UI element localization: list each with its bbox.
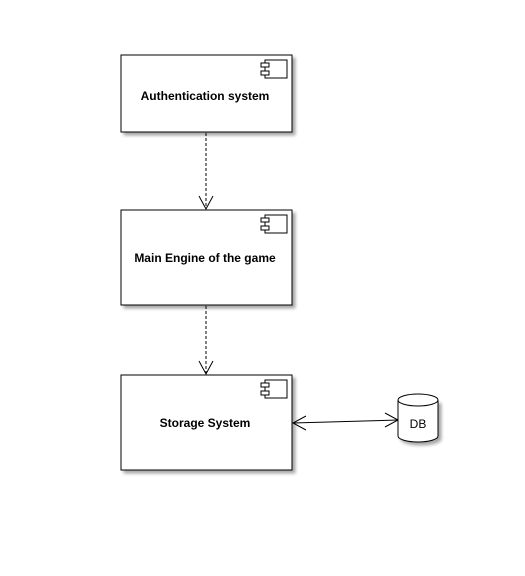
component-icon	[260, 59, 288, 79]
database-cylinder[interactable]: DB	[397, 393, 439, 443]
component-storage-system[interactable]: Storage System	[120, 374, 293, 471]
component-label: Main Engine of the game	[134, 251, 276, 265]
component-main-engine[interactable]: Main Engine of the game	[120, 209, 293, 306]
component-icon	[260, 214, 288, 234]
component-label: Authentication system	[141, 89, 270, 103]
dependency-arrow-engine-to-storage[interactable]	[198, 306, 214, 376]
dependency-arrow-auth-to-engine[interactable]	[198, 133, 214, 211]
database-label: DB	[410, 417, 427, 431]
component-authentication-system[interactable]: Authentication system	[120, 54, 293, 133]
component-label: Storage System	[160, 416, 251, 430]
component-icon	[260, 379, 288, 399]
association-storage-db[interactable]	[291, 412, 400, 431]
